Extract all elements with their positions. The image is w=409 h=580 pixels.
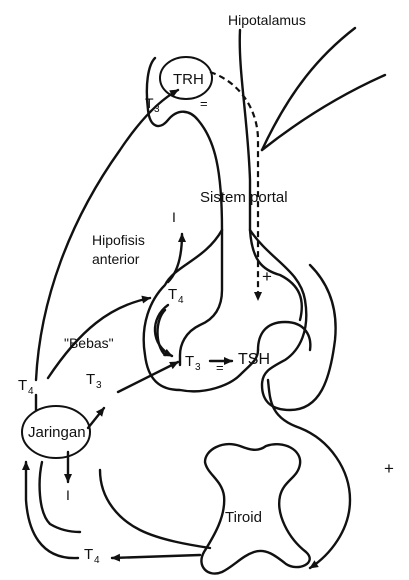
t4-left-label: T	[18, 377, 27, 394]
jaringan-inner-loop	[40, 462, 80, 532]
anterior-pituitary-label-2: anterior	[92, 251, 140, 267]
iodide-bottom-label: I	[66, 487, 70, 503]
hypothalamus-label: Hipotalamus	[228, 12, 306, 28]
t3-pituitary-subscript: 3	[195, 362, 201, 373]
t4-pituitary-subscript: 4	[178, 295, 184, 306]
t4-left-subscript: 4	[28, 386, 34, 397]
t4-to-jaringan-arrow	[26, 462, 78, 558]
thyroid-left-connector	[100, 470, 210, 548]
trh-label: TRH	[173, 71, 204, 88]
t4-bottom-label: T	[84, 546, 93, 563]
thyroid-plus-sign: +	[384, 459, 394, 478]
t3-top-subscript: 3	[154, 104, 160, 115]
tsh-minus-sign: =	[216, 360, 224, 375]
trh-minus-sign: =	[200, 96, 208, 111]
t3-mid-subscript: 3	[96, 380, 102, 391]
iodide-top-label: I	[172, 209, 176, 225]
t3-top-label: T	[145, 95, 154, 111]
pituitary-right-outline	[250, 230, 336, 410]
t4-bottom-subscript: 4	[94, 555, 100, 566]
thyroid-label: Tiroid	[225, 509, 262, 526]
t4-pituitary-label: T	[168, 286, 177, 303]
t3-mid-label: T	[86, 371, 95, 388]
stalk-outer-right	[262, 28, 355, 150]
portal-system-label: Sistem portal	[200, 189, 288, 206]
tsh-label: TSH	[238, 351, 270, 368]
free-label: "Bebas"	[64, 335, 114, 351]
tissue-label: Jaringan	[28, 424, 86, 441]
portal-plus-sign: +	[262, 267, 272, 286]
t4-pit-to-i-arrow	[168, 234, 182, 282]
anterior-pituitary-label-1: Hipofisis	[92, 232, 145, 248]
jaringan-to-t3-arrow	[88, 408, 104, 428]
thyroid-to-t4-arrow	[112, 555, 200, 558]
t3-pituitary-label: T	[185, 353, 194, 370]
